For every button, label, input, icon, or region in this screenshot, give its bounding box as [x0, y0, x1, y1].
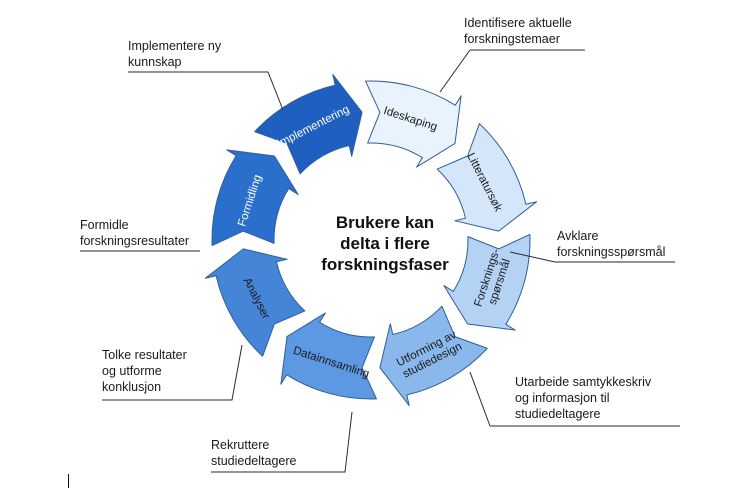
leader-line: [128, 71, 284, 111]
annotation-line: forskningsspørsmål: [557, 245, 666, 259]
segment-formidling: [211, 149, 299, 246]
segment-litteratursok: [436, 123, 538, 232]
annotation-line: kunnskap: [128, 55, 182, 69]
leader-line: [102, 344, 243, 401]
annotation-formidle: Formidle forskningsresultater: [80, 217, 189, 249]
annotation-leaders: [80, 49, 680, 473]
annotation-tolke: Tolke resultater og utforme konklusjon: [102, 347, 187, 395]
annotation-line: Avklare: [557, 229, 599, 243]
center-title-line-3: forskningsfaser: [321, 255, 449, 274]
annotation-line: og informasjon til: [515, 391, 610, 405]
annotation-line: forskningsresultater: [80, 234, 190, 248]
center-title: Brukere kan delta i flere forskningsfase…: [300, 212, 470, 275]
annotation-line: og utforme: [102, 364, 162, 378]
annotation-rekruttere: Rekruttere studiedeltagere: [211, 437, 296, 469]
annotation-line: Implementere ny: [128, 39, 222, 53]
cycle-segments: IdeskapingLitteratursøkForsknings-spørsm…: [204, 73, 538, 407]
segment-analyser: [204, 248, 306, 357]
segment-ideskaping: [365, 80, 462, 168]
annotation-implementere: Implementere ny kunnskap: [128, 38, 221, 70]
annotation-line: studiedeltagere: [211, 454, 297, 468]
annotation-line: Identifisere aktuelle: [464, 16, 572, 30]
annotation-utarbeide: Utarbeide samtykkeskriv og informasjon t…: [515, 374, 651, 422]
segment-datainnsamling: [280, 312, 377, 400]
center-title-line-2: delta i flere: [340, 234, 430, 253]
annotation-line: konklusjon: [102, 380, 162, 394]
annotation-line: Formidle: [80, 218, 129, 232]
leader-line: [211, 411, 353, 473]
segment-forskningssporsmal: [443, 234, 531, 331]
center-title-line-1: Brukere kan: [335, 213, 435, 232]
annotation-line: Rekruttere: [211, 438, 270, 452]
annotation-identifisere: Identifisere aktuelle forskningstemaer: [464, 15, 572, 47]
annotation-avklare: Avklare forskningsspørsmål: [557, 228, 665, 260]
annotation-line: Tolke resultater: [102, 348, 187, 362]
segment-utforming: [379, 305, 488, 407]
annotation-line: Utarbeide samtykkeskriv: [515, 375, 652, 389]
annotation-line: forskningstemaer: [464, 32, 560, 46]
leader-line: [439, 49, 471, 93]
annotation-line: studiedeltagere: [515, 407, 601, 421]
leader-line: [469, 371, 491, 427]
leader-line: [509, 251, 556, 263]
text-cursor: [68, 474, 69, 488]
